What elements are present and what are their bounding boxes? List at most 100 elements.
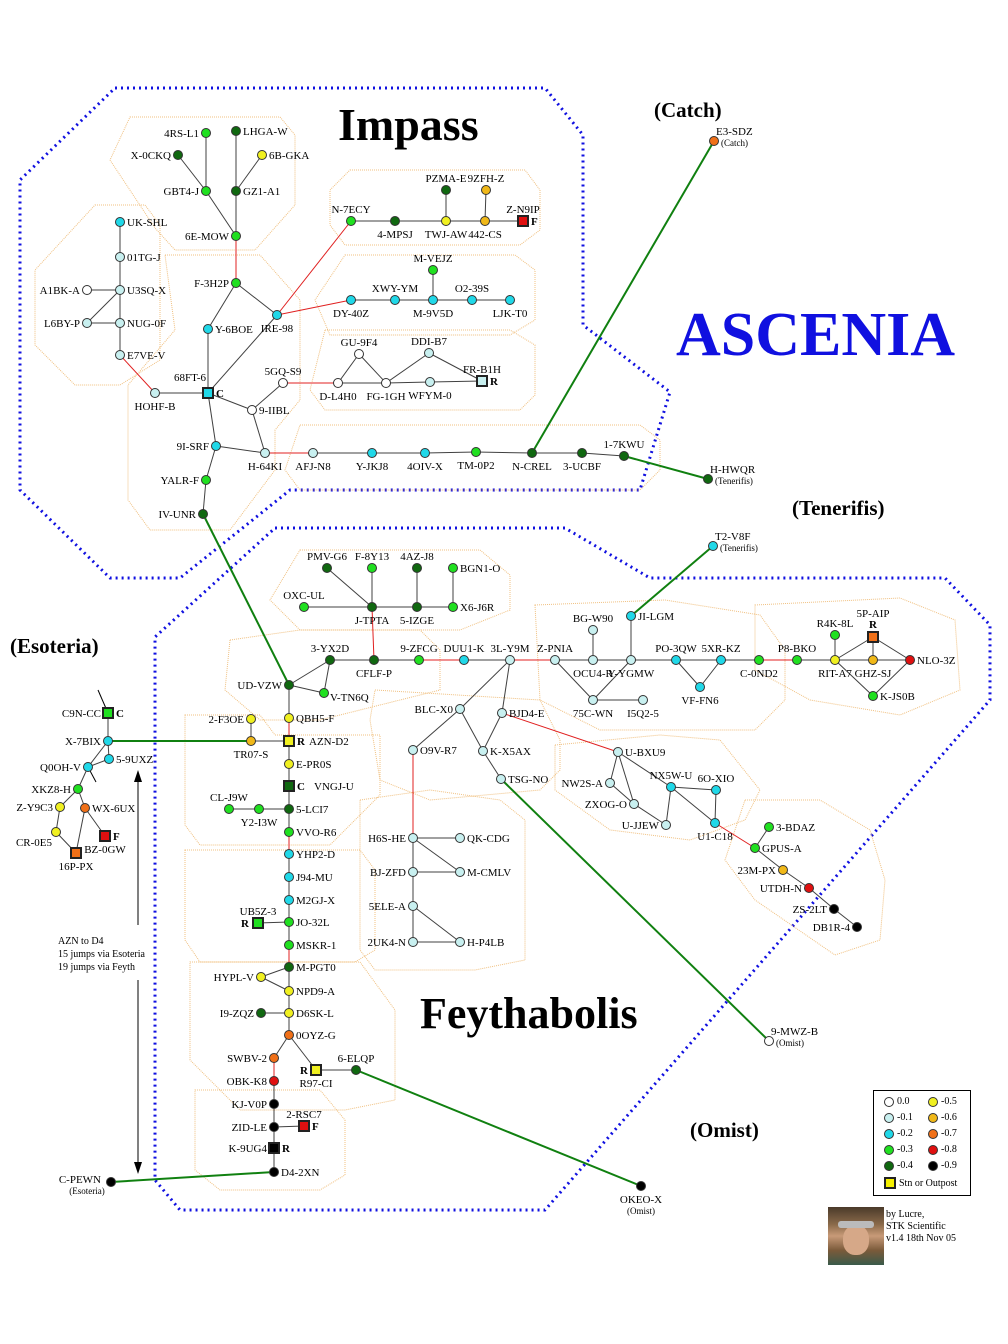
system-K-9UG4[interactable]: RK-9UG4 bbox=[229, 1142, 292, 1155]
system-75C-WN[interactable]: 75C-WN bbox=[573, 695, 613, 721]
system-TM-0P2[interactable]: TM-0P2 bbox=[457, 447, 495, 473]
system-N-7ECY[interactable]: N-7ECY bbox=[331, 204, 371, 226]
system-Y-JKJ8[interactable]: Y-JKJ8 bbox=[356, 448, 389, 474]
system-JI-LGM[interactable]: JI-LGM bbox=[626, 611, 675, 623]
system-O9V-R7[interactable]: O9V-R7 bbox=[408, 745, 458, 757]
system-4OIV-X[interactable]: 4OIV-X bbox=[407, 448, 443, 474]
system-H-HWQR[interactable]: H-HWQR(Tenerifis) bbox=[703, 464, 756, 486]
system-5XR-KZ[interactable]: 5XR-KZ bbox=[701, 643, 741, 665]
system-5-LCI7[interactable]: 5-LCI7 bbox=[284, 804, 329, 816]
system-9I-SRF[interactable]: 9I-SRF bbox=[177, 441, 221, 453]
system-BZ-0GW[interactable]: FBZ-0GW bbox=[84, 830, 126, 856]
system-3L-Y9M[interactable]: 3L-Y9M bbox=[490, 643, 530, 665]
system-5ELE-A[interactable]: 5ELE-A bbox=[369, 901, 418, 913]
system-GZ1-A1[interactable]: GZ1-A1 bbox=[231, 186, 281, 198]
system-3-BDAZ[interactable]: 3-BDAZ bbox=[764, 822, 816, 834]
system-2UK4-N[interactable]: 2UK4-N bbox=[368, 937, 418, 949]
system-U3SQ-X[interactable]: U3SQ-X bbox=[115, 285, 167, 297]
system-X-0CKQ[interactable]: X-0CKQ bbox=[131, 150, 183, 162]
system-O2-39S[interactable]: O2-39S bbox=[455, 283, 489, 305]
system-H-P4LB[interactable]: H-P4LB bbox=[455, 937, 505, 949]
system-P8-BKO[interactable]: P8-BKO bbox=[778, 643, 817, 665]
system-SWBV-2[interactable]: SWBV-2 bbox=[227, 1053, 279, 1065]
system-9-ZFCG[interactable]: 9-ZFCG bbox=[400, 643, 438, 665]
system-XKZ8-H[interactable]: XKZ8-H bbox=[31, 784, 83, 796]
system-C-0ND2[interactable]: C-0ND2 bbox=[740, 655, 778, 681]
system-J94-MU[interactable]: J94-MU bbox=[284, 872, 333, 884]
system-GU-9F4[interactable]: GU-9F4 bbox=[341, 337, 378, 359]
system-9-IIBL[interactable]: 9-IIBL bbox=[247, 405, 290, 417]
system-GPUS-A[interactable]: GPUS-A bbox=[750, 843, 802, 855]
system-CL-J9W[interactable]: CL-J9W bbox=[210, 792, 249, 814]
system-D6SK-L[interactable]: D6SK-L bbox=[284, 1008, 335, 1020]
system-PO-3QW[interactable]: PO-3QW bbox=[655, 643, 697, 665]
system-Z-N9IP[interactable]: FZ-N9IP bbox=[506, 204, 540, 228]
system-A1BK-A[interactable]: A1BK-A bbox=[40, 285, 92, 297]
system-23M-PX[interactable]: 23M-PX bbox=[737, 865, 788, 877]
system-T2-V8F[interactable]: T2-V8F(Tenerifis) bbox=[708, 531, 758, 553]
system-1-7KWU[interactable]: 1-7KWU bbox=[604, 439, 645, 461]
system-Z-PNIA[interactable]: Z-PNIA bbox=[537, 643, 573, 665]
system-V-TN6Q[interactable]: V-TN6Q bbox=[319, 688, 369, 705]
system-CR-0E5[interactable]: CR-0E5 bbox=[16, 827, 61, 850]
system-ZS-2LT[interactable]: ZS-2LT bbox=[793, 904, 839, 916]
system-TWJ-AW[interactable]: TWJ-AW bbox=[425, 216, 468, 242]
system-XWY-YM[interactable]: XWY-YM bbox=[372, 283, 419, 305]
system-5-IZGE[interactable]: 5-IZGE bbox=[400, 602, 434, 628]
system-D-L4H0[interactable]: D-L4H0 bbox=[319, 378, 357, 404]
system-9ZFH-Z[interactable]: 9ZFH-Z bbox=[468, 173, 505, 195]
system-PZMA-E[interactable]: PZMA-E bbox=[426, 173, 467, 195]
system-UTDH-N[interactable]: UTDH-N bbox=[760, 883, 814, 895]
system-OKEO-X[interactable]: OKEO-X(Omist) bbox=[620, 1181, 662, 1217]
system-ZID-LE[interactable]: ZID-LE bbox=[232, 1122, 279, 1134]
system-LJK-T0[interactable]: LJK-T0 bbox=[493, 295, 528, 321]
system-U-JJEW[interactable]: U-JJEW bbox=[622, 820, 671, 832]
system-PMV-G6[interactable]: PMV-G6 bbox=[307, 551, 347, 573]
system-J-TPTA[interactable]: J-TPTA bbox=[355, 602, 390, 628]
system-4AZ-J8[interactable]: 4AZ-J8 bbox=[400, 551, 434, 573]
system-NPD9-A[interactable]: NPD9-A bbox=[284, 986, 336, 998]
system-K-JS0B[interactable]: K-JS0B bbox=[868, 691, 915, 703]
system-NLO-3Z[interactable]: NLO-3Z bbox=[905, 655, 956, 667]
system-GHZ-SJ[interactable]: GHZ-SJ bbox=[855, 655, 892, 681]
system-H-64KI[interactable]: H-64KI bbox=[248, 448, 283, 474]
system-BJ-ZFD[interactable]: BJ-ZFD bbox=[370, 867, 418, 879]
system-AFJ-N8[interactable]: AFJ-N8 bbox=[295, 448, 331, 474]
system-5GQ-S9[interactable]: 5GQ-S9 bbox=[265, 366, 302, 388]
system-OCU4-R[interactable]: OCU4-R bbox=[573, 655, 614, 681]
system-GBT4-J[interactable]: GBT4-J bbox=[164, 186, 211, 198]
system-OBK-K8[interactable]: OBK-K8 bbox=[227, 1076, 279, 1088]
system-442-CS[interactable]: 442-CS bbox=[468, 216, 502, 242]
system-LHGA-W[interactable]: LHGA-W bbox=[231, 126, 289, 138]
system-16P-PX[interactable]: R16P-PX bbox=[0, 847, 93, 873]
system-UD-VZW[interactable]: UD-VZW bbox=[237, 680, 294, 692]
system-5P-AIP[interactable]: R5P-AIP bbox=[856, 608, 890, 643]
system-HOHF-B[interactable]: HOHF-B bbox=[135, 388, 176, 414]
system-Z-Y9C3[interactable]: Z-Y9C3 bbox=[16, 802, 65, 814]
system-4RS-L1[interactable]: 4RS-L1 bbox=[164, 128, 211, 140]
system-MSKR-1[interactable]: MSKR-1 bbox=[284, 940, 337, 952]
system-ZXOG-O[interactable]: ZXOG-O bbox=[585, 799, 639, 811]
system-DDI-B7[interactable]: DDI-B7 bbox=[411, 336, 448, 358]
system-X6-J6R[interactable]: X6-J6R bbox=[448, 602, 495, 614]
system-BGN1-O[interactable]: BGN1-O bbox=[448, 563, 501, 575]
system-E-PR0S[interactable]: E-PR0S bbox=[284, 759, 332, 771]
system-M-VEJZ[interactable]: M-VEJZ bbox=[413, 253, 453, 275]
system-QBH5-F[interactable]: QBH5-F bbox=[284, 713, 335, 725]
system-Q0OH-V[interactable]: Q0OH-V bbox=[40, 762, 93, 774]
system-BLC-X0[interactable]: BLC-X0 bbox=[415, 704, 465, 716]
system-JO-32L[interactable]: JO-32L bbox=[284, 917, 330, 929]
system-VVO-R6[interactable]: VVO-R6 bbox=[284, 827, 337, 839]
system-DB1R-4[interactable]: DB1R-4 bbox=[813, 922, 862, 934]
system-4-MPSJ[interactable]: 4-MPSJ bbox=[377, 216, 413, 242]
system-OXC-UL[interactable]: OXC-UL bbox=[283, 590, 325, 612]
system-E7VE-V[interactable]: E7VE-V bbox=[115, 350, 166, 362]
system-NW2S-A[interactable]: NW2S-A bbox=[561, 778, 615, 790]
system-M-CMLV[interactable]: M-CMLV bbox=[455, 867, 512, 879]
system-6B-GKA[interactable]: 6B-GKA bbox=[257, 150, 310, 162]
system-TSG-NO[interactable]: TSG-NO bbox=[496, 774, 549, 786]
system-NUG-0F[interactable]: NUG-0F bbox=[115, 318, 167, 330]
